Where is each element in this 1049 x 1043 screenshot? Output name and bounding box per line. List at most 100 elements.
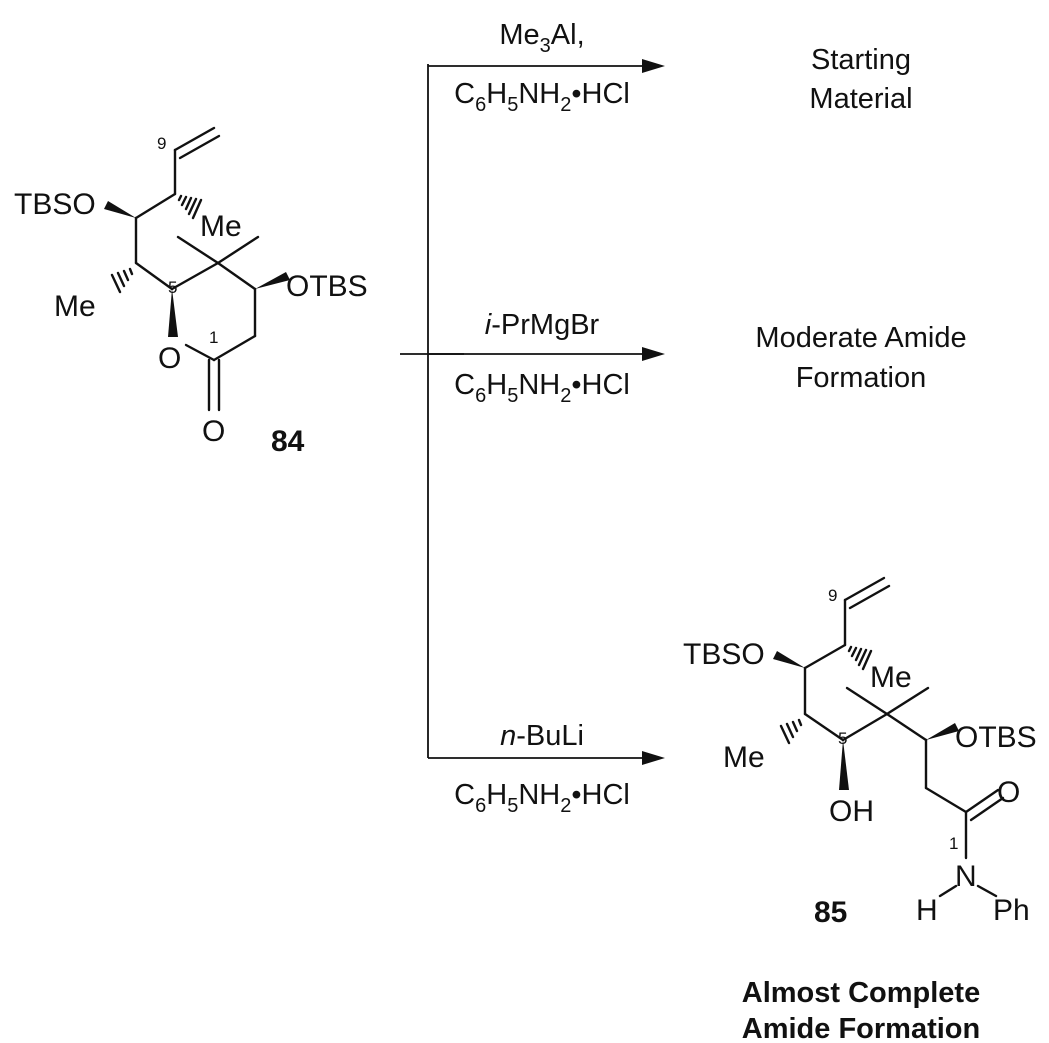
- carbon-number-5: 5: [168, 278, 177, 297]
- additive-label-part: •HCl: [571, 78, 629, 110]
- hashed-bond-c6-me: [110, 267, 134, 294]
- atom-tbso: TBSO: [14, 188, 96, 221]
- additive-label-part: NH: [518, 369, 560, 401]
- vinyl-double-bond-b: [848, 584, 891, 610]
- wedge-c5-oring: [168, 289, 178, 337]
- reagent-label-part: -BuLi: [516, 720, 584, 752]
- bond-c8-c7: [134, 192, 177, 220]
- carbon-number-1: 1: [209, 328, 218, 347]
- reagent-label: i-PrMgBr: [485, 309, 600, 341]
- result-label-line: Moderate Amide: [755, 322, 966, 354]
- additive-label-part: C: [454, 779, 475, 811]
- bond-c5-c4: [170, 261, 220, 291]
- additive-label-part: NH: [518, 779, 560, 811]
- vinyl-double-bond-b: [178, 134, 221, 160]
- reagent-label-part: Al,: [551, 19, 585, 51]
- reagent-label-part: i: [485, 309, 493, 341]
- compound-84-structure: TBSO Me Me OTBS O O 9 5 1 84: [14, 126, 368, 458]
- wedge-c3-otbs: [926, 723, 959, 740]
- wedge-c5-oh: [839, 740, 849, 790]
- carbonyl-bond-b: [969, 796, 1005, 822]
- additive-label-part: 6: [475, 94, 486, 116]
- atom-otbs: OTBS: [955, 721, 1037, 754]
- bond-c4-me-b: [216, 235, 260, 265]
- vinyl-double-bond-a: [173, 126, 216, 152]
- additive-label-part: 5: [507, 94, 518, 116]
- hashed-bond-c8-me: [177, 194, 203, 220]
- bond-n-h: [938, 884, 958, 898]
- wedge-c3-otbs: [255, 272, 290, 289]
- result-label-line: Amide Formation: [742, 1013, 980, 1043]
- carbon-number-1: 1: [949, 834, 958, 853]
- additive-label-part: H: [486, 78, 507, 110]
- reagent-label-part: 3: [540, 35, 551, 57]
- bond-c6-c5: [803, 712, 845, 742]
- reaction-conditions: Me3Al,C6H5NH2•HClStartingMateriali-PrMgB…: [454, 19, 980, 1043]
- additive-label-part: 2: [560, 94, 571, 116]
- additive-label-part: 5: [507, 795, 518, 817]
- reagent-label-part: n: [500, 720, 516, 752]
- carbon-number-5: 5: [838, 729, 847, 748]
- atom-hydrogen: H: [916, 894, 938, 927]
- additive-label-part: NH: [518, 78, 560, 110]
- additive-label-part: 6: [475, 385, 486, 407]
- atom-hydroxyl: OH: [829, 795, 874, 828]
- additive-label-part: H: [486, 779, 507, 811]
- additive-label: C6H5NH2•HCl: [454, 78, 630, 116]
- arrow-3-head: [642, 751, 665, 765]
- bond-c4-c3: [885, 712, 928, 742]
- additive-label: C6H5NH2•HCl: [454, 369, 630, 407]
- additive-label-part: •HCl: [571, 779, 629, 811]
- atom-me: Me: [870, 661, 912, 694]
- atom-carbonyl-oxygen: O: [997, 776, 1020, 809]
- bond-c8-c7: [803, 643, 847, 670]
- bond-c5-c4: [841, 712, 889, 742]
- additive-label-part: C: [454, 78, 475, 110]
- additive-label-part: •HCl: [571, 369, 629, 401]
- atom-me: Me: [200, 210, 242, 243]
- additive-label-part: 2: [560, 385, 571, 407]
- bond-n-ph: [976, 884, 998, 898]
- additive-label-part: H: [486, 369, 507, 401]
- atom-me: Me: [54, 290, 96, 323]
- atom-nitrogen: N: [955, 860, 977, 893]
- arrow-2-head: [642, 347, 665, 361]
- arrow-1-head: [642, 59, 665, 73]
- reagent-label-part: Me: [499, 19, 539, 51]
- hashed-bond-c8-me: [847, 645, 873, 671]
- vinyl-double-bond-a: [843, 576, 886, 602]
- reaction-arrows: [400, 59, 665, 765]
- atom-me: Me: [723, 741, 765, 774]
- atom-carbonyl-oxygen: O: [202, 415, 225, 448]
- hashed-bond-c6-me: [779, 718, 803, 745]
- compound-label-85: 85: [814, 896, 847, 929]
- bond-c4-me-a: [845, 686, 889, 716]
- wedge-c7-otbs: [104, 201, 136, 218]
- compound-85-structure: TBSO Me Me OTBS OH O N H Ph 9 5 1 85: [683, 576, 1037, 929]
- carbon-number-9: 9: [828, 586, 837, 605]
- additive-label: C6H5NH2•HCl: [454, 779, 630, 817]
- bond-c4-me-b: [885, 686, 930, 716]
- atom-otbs: OTBS: [286, 270, 368, 303]
- carbon-number-9: 9: [157, 134, 166, 153]
- compound-label-84: 84: [271, 425, 305, 458]
- carbonyl-bond-a: [964, 788, 1000, 814]
- bond-c6-c5: [134, 261, 174, 291]
- reagent-label: n-BuLi: [500, 720, 584, 752]
- atom-ring-oxygen: O: [158, 342, 181, 375]
- bond-c2-c1: [212, 334, 257, 362]
- additive-label-part: 2: [560, 795, 571, 817]
- bond-c4-me-a: [176, 235, 220, 265]
- reagent-label-part: -PrMgBr: [491, 309, 599, 341]
- result-label-line: Material: [809, 83, 912, 115]
- reagent-label: Me3Al,: [499, 19, 584, 57]
- atom-phenyl: Ph: [993, 894, 1030, 927]
- additive-label-part: C: [454, 369, 475, 401]
- wedge-c7-otbs: [773, 651, 805, 668]
- result-label-line: Starting: [811, 44, 911, 76]
- additive-label-part: 5: [507, 385, 518, 407]
- bond-c1-oring: [184, 343, 216, 362]
- atom-tbso: TBSO: [683, 638, 765, 671]
- bond-c4-c3: [216, 261, 257, 291]
